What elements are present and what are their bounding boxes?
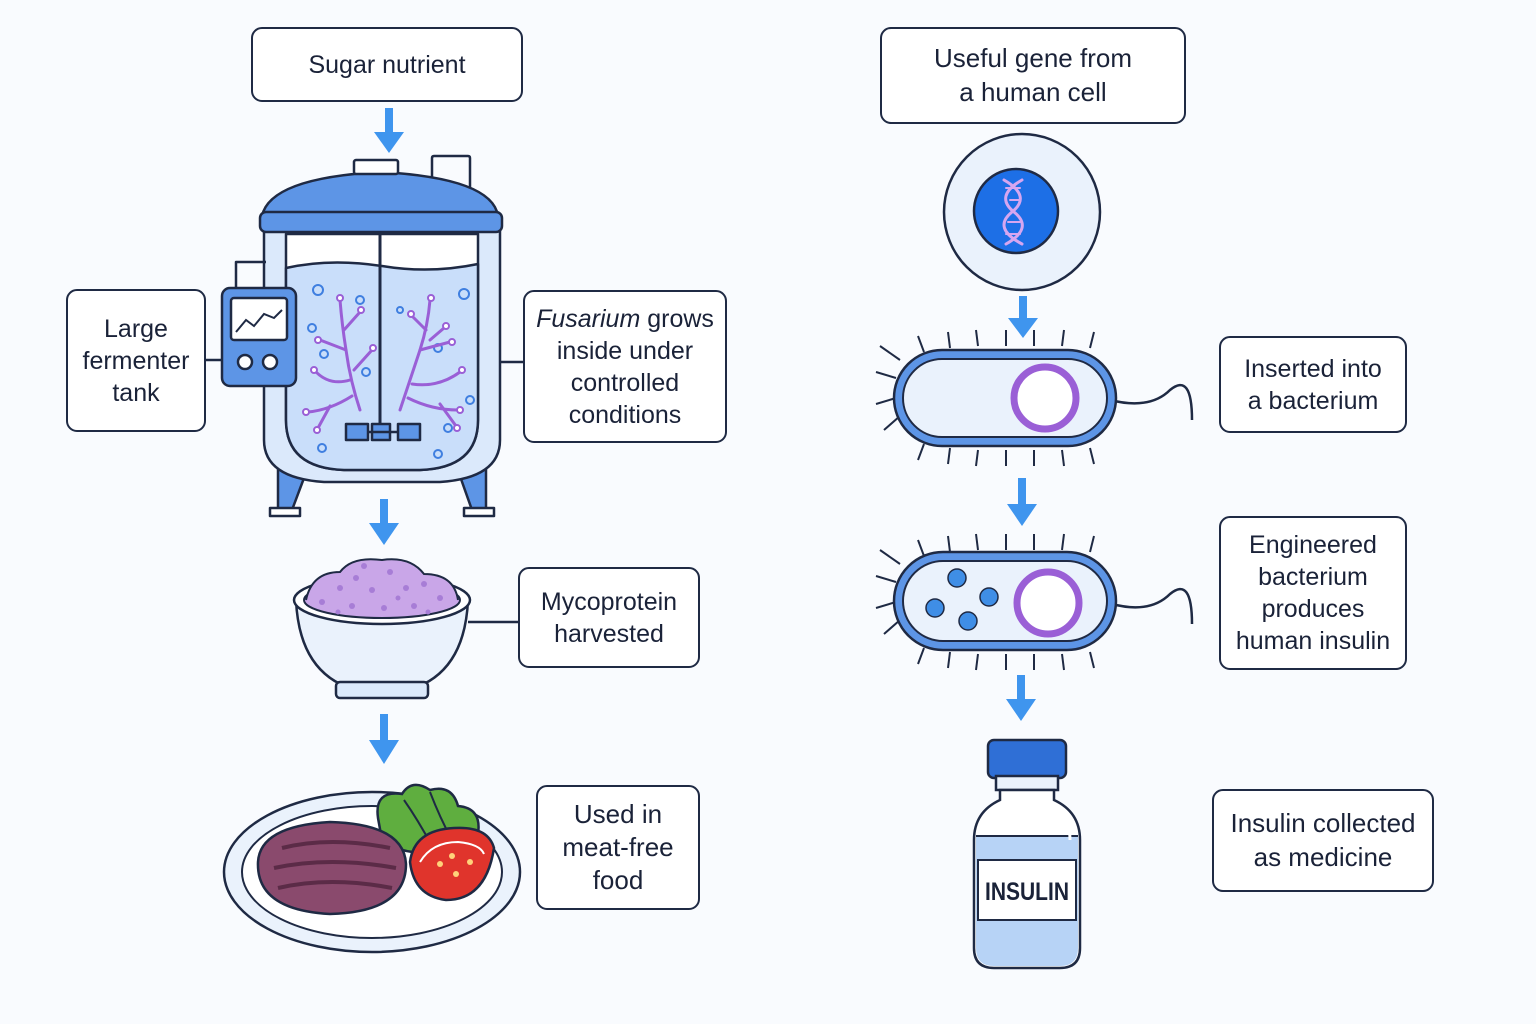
harvest-label-line: Mycoprotein (540, 587, 678, 616)
tomato-seed-dots (437, 853, 473, 877)
insert-label-line: a bacterium (1247, 386, 1379, 415)
growth-label-line: controlled (570, 368, 680, 397)
down-arrow-icon (369, 499, 399, 545)
collect-label-line: Insulin collected (1230, 808, 1416, 839)
engineered-bacterium-label: Engineered bacterium produces human insu… (1219, 516, 1407, 670)
human-cell-icon (942, 132, 1102, 292)
food-label-line: Used in (573, 798, 663, 829)
dna-helix-icon (1002, 178, 1024, 246)
engineered-bacterium-icon (875, 533, 1194, 671)
collect-label-line: as medicine (1253, 841, 1393, 872)
down-arrow-icon (374, 108, 404, 153)
produce-label-line: produces (1261, 595, 1365, 623)
fermenter-tank-icon (234, 154, 504, 518)
produce-label-line: human insulin (1235, 627, 1391, 655)
insert-label-line: Inserted into (1244, 354, 1382, 383)
fusarium-name: Fusarium (536, 304, 641, 333)
fermenter-tank-label: Large fermenter tank (66, 289, 206, 432)
food-label-line: meat-free (562, 831, 674, 862)
fermenter-label-line: tank (112, 378, 160, 407)
inserted-bacterium-label: Inserted into a bacterium (1219, 336, 1407, 433)
growth-label-first-line: Fusarium grows (536, 303, 714, 335)
produce-label-line: Engineered (1249, 531, 1377, 559)
insulin-vial-icon (972, 738, 1082, 970)
sugar-nutrient-text: Sugar nutrient (308, 50, 466, 79)
hyphae-tip-dots (302, 294, 466, 434)
bacterium-icon (875, 329, 1194, 467)
growth-label-line: conditions (568, 400, 682, 429)
fusarium-hyphae-icon (306, 298, 462, 430)
useful-gene-label: Useful gene from a human cell (880, 27, 1186, 124)
insulin-collected-label: Insulin collected as medicine (1212, 789, 1434, 892)
gene-label-line: Useful gene from (934, 43, 1132, 74)
harvest-label-line: harvested (554, 619, 664, 648)
insulin-molecule-dots (925, 568, 999, 631)
fusarium-growth-label: Fusarium grows inside under controlled c… (523, 290, 727, 443)
vial-label-text: INSULIN (985, 878, 1069, 906)
sugar-nutrient-label: Sugar nutrient (251, 27, 523, 102)
control-panel-icon (220, 286, 298, 388)
produce-label-line: bacterium (1258, 563, 1368, 591)
mycoprotein-texture (319, 563, 443, 615)
fermenter-label-line: fermenter (82, 346, 190, 375)
fermenter-label-line: Large (104, 314, 168, 343)
down-arrow-icon (1007, 478, 1037, 526)
gene-label-line: a human cell (959, 76, 1107, 107)
bubble-icons (307, 284, 475, 459)
food-label-line: food (592, 865, 644, 896)
down-arrow-icon (1006, 675, 1036, 721)
meat-free-plate-icon (222, 783, 522, 954)
meat-free-food-label: Used in meat-free food (536, 785, 700, 910)
mycoprotein-harvest-label: Mycoprotein harvested (518, 567, 700, 668)
mycoprotein-bowl-icon (292, 558, 472, 700)
down-arrow-icon (369, 714, 399, 764)
growth-label-line: inside under (556, 336, 694, 365)
down-arrow-icon (1008, 296, 1038, 338)
growth-label-grows: grows (640, 304, 714, 333)
